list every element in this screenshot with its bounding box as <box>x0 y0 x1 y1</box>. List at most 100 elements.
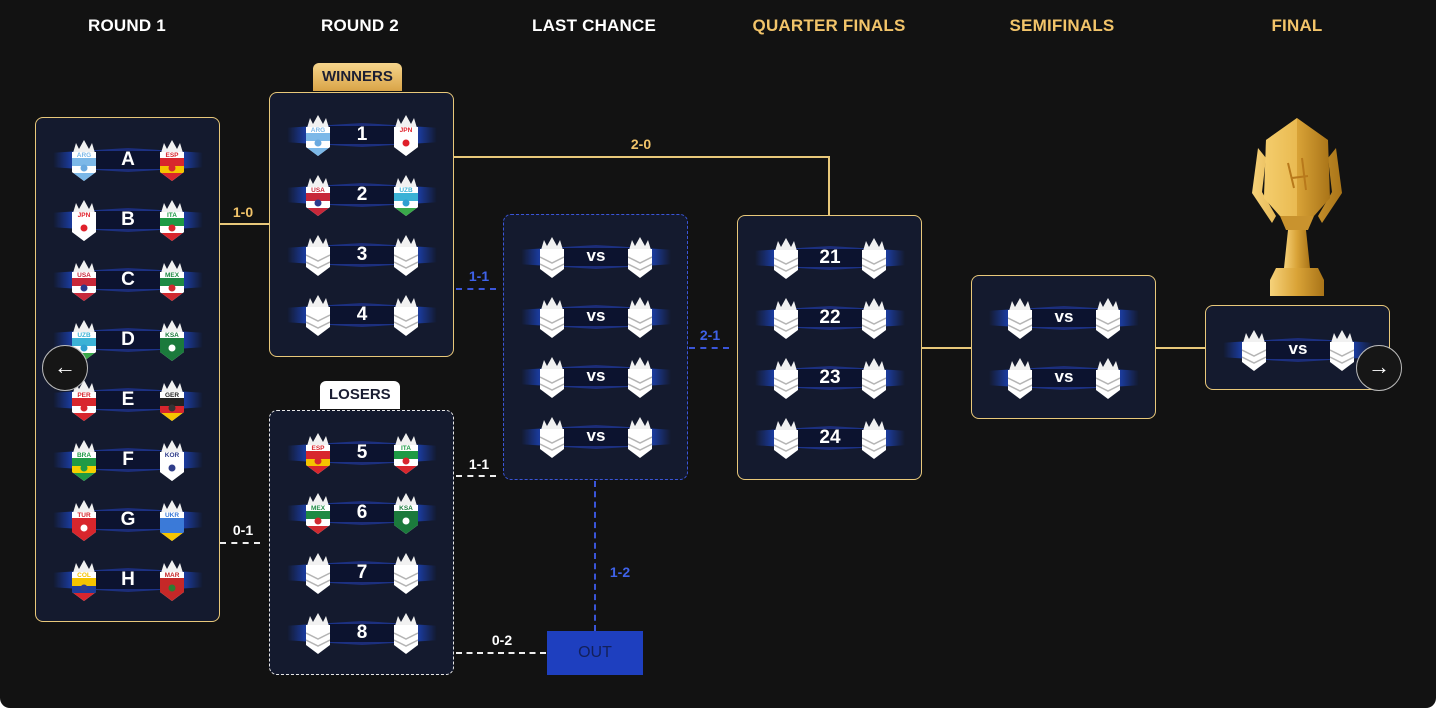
empty-shield-icon <box>1093 298 1123 340</box>
prev-button[interactable]: ← <box>42 345 88 391</box>
match-row[interactable]: 22 <box>755 296 905 342</box>
svg-text:ITA: ITA <box>401 445 411 452</box>
svg-text:MEX: MEX <box>311 505 326 512</box>
match-label: 1 <box>356 124 368 145</box>
team-shield-usa-icon: USA <box>303 175 333 217</box>
team-shield-ger-icon: GER <box>157 380 187 422</box>
connector-r1-winners <box>219 223 269 225</box>
match-row[interactable]: 24 <box>755 416 905 462</box>
empty-shield-icon <box>537 357 567 399</box>
svg-text:GER: GER <box>165 392 179 399</box>
match-label: 6 <box>356 502 368 523</box>
score-lc-out: 1-2 <box>609 564 631 580</box>
match-row[interactable]: 23 <box>755 356 905 402</box>
match-label: E <box>121 389 135 410</box>
round-header: LAST CHANCE <box>531 16 657 35</box>
score-losers-lc: 1-1 <box>468 456 490 472</box>
match-row[interactable]: UZB D KSA <box>53 318 203 364</box>
match-row[interactable]: vs <box>521 415 671 461</box>
score-winners-qf: 2-0 <box>630 136 652 152</box>
match-label: vs <box>1288 339 1308 358</box>
match-row[interactable]: MEX 6 KSA <box>287 491 437 537</box>
svg-text:ARG: ARG <box>311 127 325 134</box>
match-row[interactable]: 21 <box>755 236 905 282</box>
connector-sf-final <box>1155 347 1205 349</box>
empty-shield-icon <box>625 357 655 399</box>
connector-r1-losers <box>220 542 260 544</box>
empty-shield-icon <box>859 238 889 280</box>
empty-shield-icon <box>391 235 421 277</box>
empty-shield-icon <box>1093 358 1123 400</box>
connector-winners-qf <box>454 156 830 158</box>
empty-shield-icon <box>1327 330 1357 372</box>
score-lc-qf: 2-1 <box>699 327 721 343</box>
team-shield-uzb-icon: UZB <box>391 175 421 217</box>
empty-shield-icon <box>771 238 801 280</box>
next-button[interactable]: → <box>1356 345 1402 391</box>
match-row[interactable]: vs <box>521 355 671 401</box>
round-header: ROUND 2 <box>321 16 399 35</box>
empty-shield-icon <box>391 553 421 595</box>
team-shield-mar-icon: MAR <box>157 560 187 602</box>
match-row[interactable]: PER E GER <box>53 378 203 424</box>
empty-shield-icon <box>303 553 333 595</box>
empty-shield-icon <box>1005 298 1035 340</box>
svg-text:KSA: KSA <box>165 332 179 339</box>
match-label: D <box>121 329 135 350</box>
match-row[interactable]: vs <box>989 356 1139 402</box>
svg-text:UZB: UZB <box>77 332 91 339</box>
connector-losers-out <box>456 652 546 654</box>
match-row[interactable]: 3 <box>287 233 437 279</box>
team-shield-per-icon: PER <box>69 380 99 422</box>
connector-lc-qf <box>689 347 729 349</box>
team-shield-bra-icon: BRA <box>69 440 99 482</box>
svg-text:UKR: UKR <box>165 512 179 519</box>
match-row[interactable]: vs <box>989 296 1139 342</box>
team-shield-ita-icon: ITA <box>391 433 421 475</box>
svg-text:TUR: TUR <box>77 512 91 519</box>
svg-text:PER: PER <box>77 392 91 399</box>
team-shield-arg-icon: ARG <box>69 140 99 182</box>
match-label: 4 <box>356 304 368 325</box>
match-row[interactable]: vs <box>521 295 671 341</box>
round-header: SEMIFINALS <box>1009 16 1115 35</box>
empty-shield-icon <box>771 298 801 340</box>
empty-shield-icon <box>625 417 655 459</box>
team-shield-ksa-icon: KSA <box>391 493 421 535</box>
match-row[interactable]: ARG A ESP <box>53 138 203 184</box>
match-row[interactable]: 8 <box>287 611 437 657</box>
match-label: 23 <box>819 367 841 388</box>
empty-shield-icon <box>303 295 333 337</box>
connector-winners-qf-down <box>828 156 830 215</box>
match-label: B <box>121 209 135 230</box>
svg-text:COL: COL <box>77 572 91 579</box>
empty-shield-icon <box>1005 358 1035 400</box>
match-label: A <box>121 149 135 170</box>
team-shield-ita-icon: ITA <box>157 200 187 242</box>
team-shield-esp-icon: ESP <box>303 433 333 475</box>
svg-text:ESP: ESP <box>165 152 179 159</box>
match-row[interactable]: vs <box>1223 328 1373 374</box>
out-box: OUT <box>547 631 643 675</box>
team-shield-col-icon: COL <box>69 560 99 602</box>
match-row[interactable]: vs <box>521 235 671 281</box>
semifinals-group: vs vs <box>971 275 1156 419</box>
score-winners-lc: 1-1 <box>468 268 490 284</box>
team-shield-arg-icon: ARG <box>303 115 333 157</box>
team-shield-jpn-icon: JPN <box>69 200 99 242</box>
quarter-finals-group: 21 22 23 24 <box>737 215 922 480</box>
match-row[interactable]: 7 <box>287 551 437 597</box>
match-row[interactable]: 4 <box>287 293 437 339</box>
svg-text:MEX: MEX <box>165 272 180 279</box>
match-row[interactable]: JPN B ITA <box>53 198 203 244</box>
match-label: C <box>121 269 135 290</box>
